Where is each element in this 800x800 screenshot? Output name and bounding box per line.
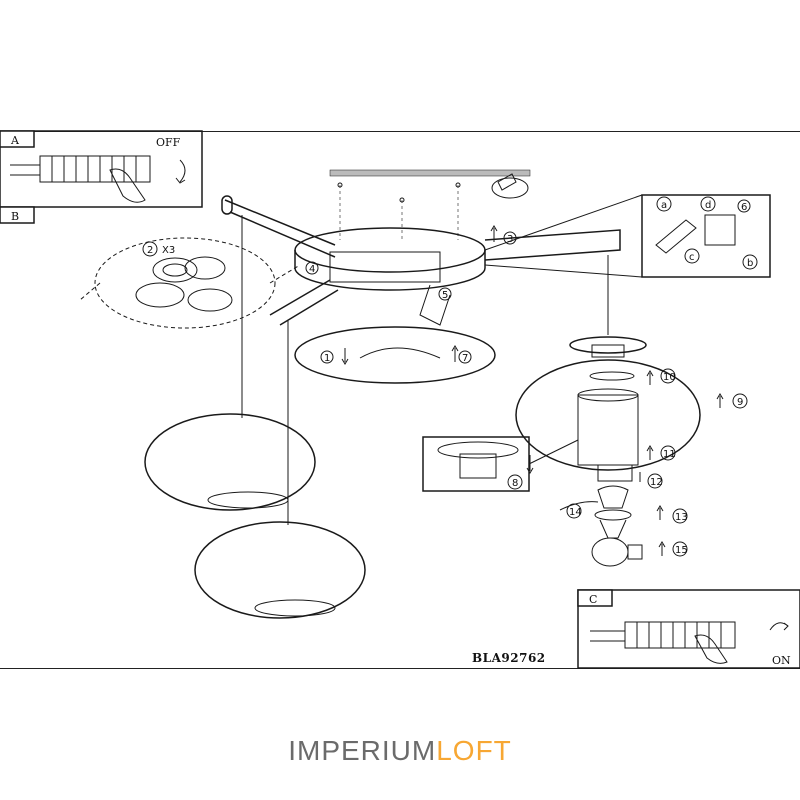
screw-detail: 2 X3	[79, 237, 301, 329]
panel-c-state: ON	[772, 654, 791, 667]
step-14-number: 14	[569, 507, 582, 518]
step-8-number: 8	[512, 478, 518, 489]
right-pendant: 10 9 11 12 13 14 15	[515, 255, 748, 567]
watermark-part2: LOFT	[436, 735, 512, 766]
step-7-number: 7	[462, 353, 468, 364]
step-10-number: 10	[663, 372, 676, 383]
watermark-part1: IMPERIUM	[288, 735, 437, 766]
step-6-number: 6	[741, 202, 747, 213]
ceiling	[329, 169, 531, 240]
screw-count: X3	[162, 245, 175, 256]
panel-a-state: OFF	[156, 136, 181, 149]
panel-b-letter: B	[11, 210, 19, 223]
panel-c-letter: C	[589, 593, 597, 606]
step-3-number: 3	[507, 234, 513, 245]
model-code: BLA92762	[472, 651, 546, 665]
wire-label-b: b	[747, 258, 753, 269]
panel-c-on: C ON	[577, 589, 800, 669]
step-5-number: 5	[442, 290, 448, 301]
left-pendant-bottom	[194, 320, 366, 619]
lower-plate: 1 7	[294, 326, 496, 384]
step-9-number: 9	[737, 397, 743, 408]
step-13-number: 13	[675, 512, 688, 523]
step-15-number: 15	[675, 545, 688, 556]
wiring-detail: a d 6 c b	[484, 194, 771, 278]
wire-label-c: c	[689, 252, 695, 263]
wire-label-a: a	[661, 200, 667, 211]
step-4-number: 4	[309, 264, 315, 275]
step-12-number: 12	[650, 477, 663, 488]
panel-a-off: A OFF	[0, 130, 203, 208]
diagram-frame	[0, 131, 800, 669]
panel-b-label: B	[0, 206, 35, 224]
step-1-number: 1	[324, 353, 330, 364]
canopy-assembly: 4 5 3	[221, 195, 621, 326]
socket-detail: 8	[422, 436, 579, 492]
step-11-number: 11	[663, 449, 676, 460]
panel-a-letter: A	[10, 134, 20, 147]
wire-label-d: d	[705, 200, 711, 211]
step-2-number: 2	[147, 245, 153, 256]
watermark-logo: IMPERIUMLOFT	[0, 735, 800, 767]
left-pendant-top	[144, 215, 316, 511]
